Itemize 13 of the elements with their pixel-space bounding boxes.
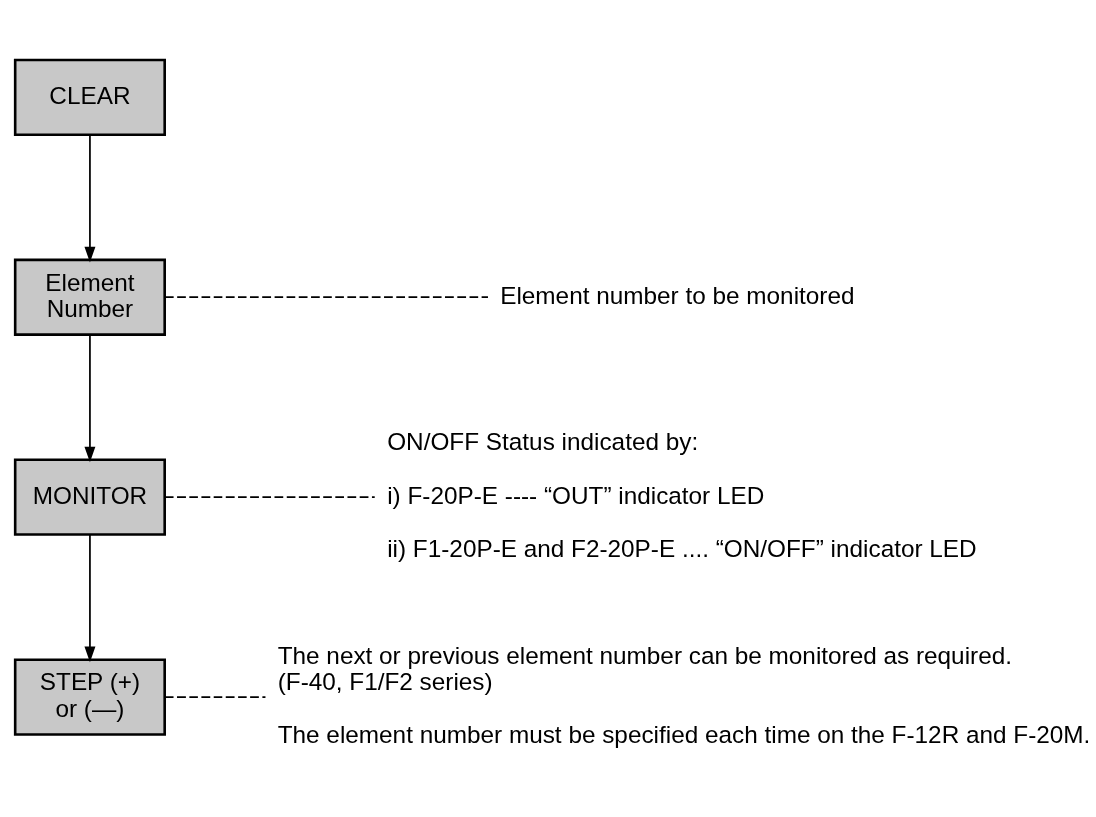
arrow — [84, 533, 96, 663]
node-box: MONITOR — [13, 458, 166, 536]
node-box: Element Number — [13, 258, 166, 336]
connector — [164, 496, 376, 499]
arrow — [84, 333, 96, 463]
node-box: CLEAR — [13, 58, 166, 136]
node-box: STEP (+) or (—) — [13, 658, 166, 736]
node-text: ON/OFF Status indicated by: i) F-20P-E ---- “OUT” indicator LED ii) F1-20P-E and F2-20P-E .... “ON/OFF” indicator LED — [387, 427, 977, 563]
node-text: The next or previous element number can be monitored as required. (F-40, F1/F2 series) The element number must be specified each time on the F-12R and F-20M. — [277, 641, 1091, 749]
connector — [164, 696, 267, 698]
node-text: Element number to be monitored — [500, 281, 855, 309]
arrow — [84, 133, 96, 263]
connector — [164, 296, 489, 299]
